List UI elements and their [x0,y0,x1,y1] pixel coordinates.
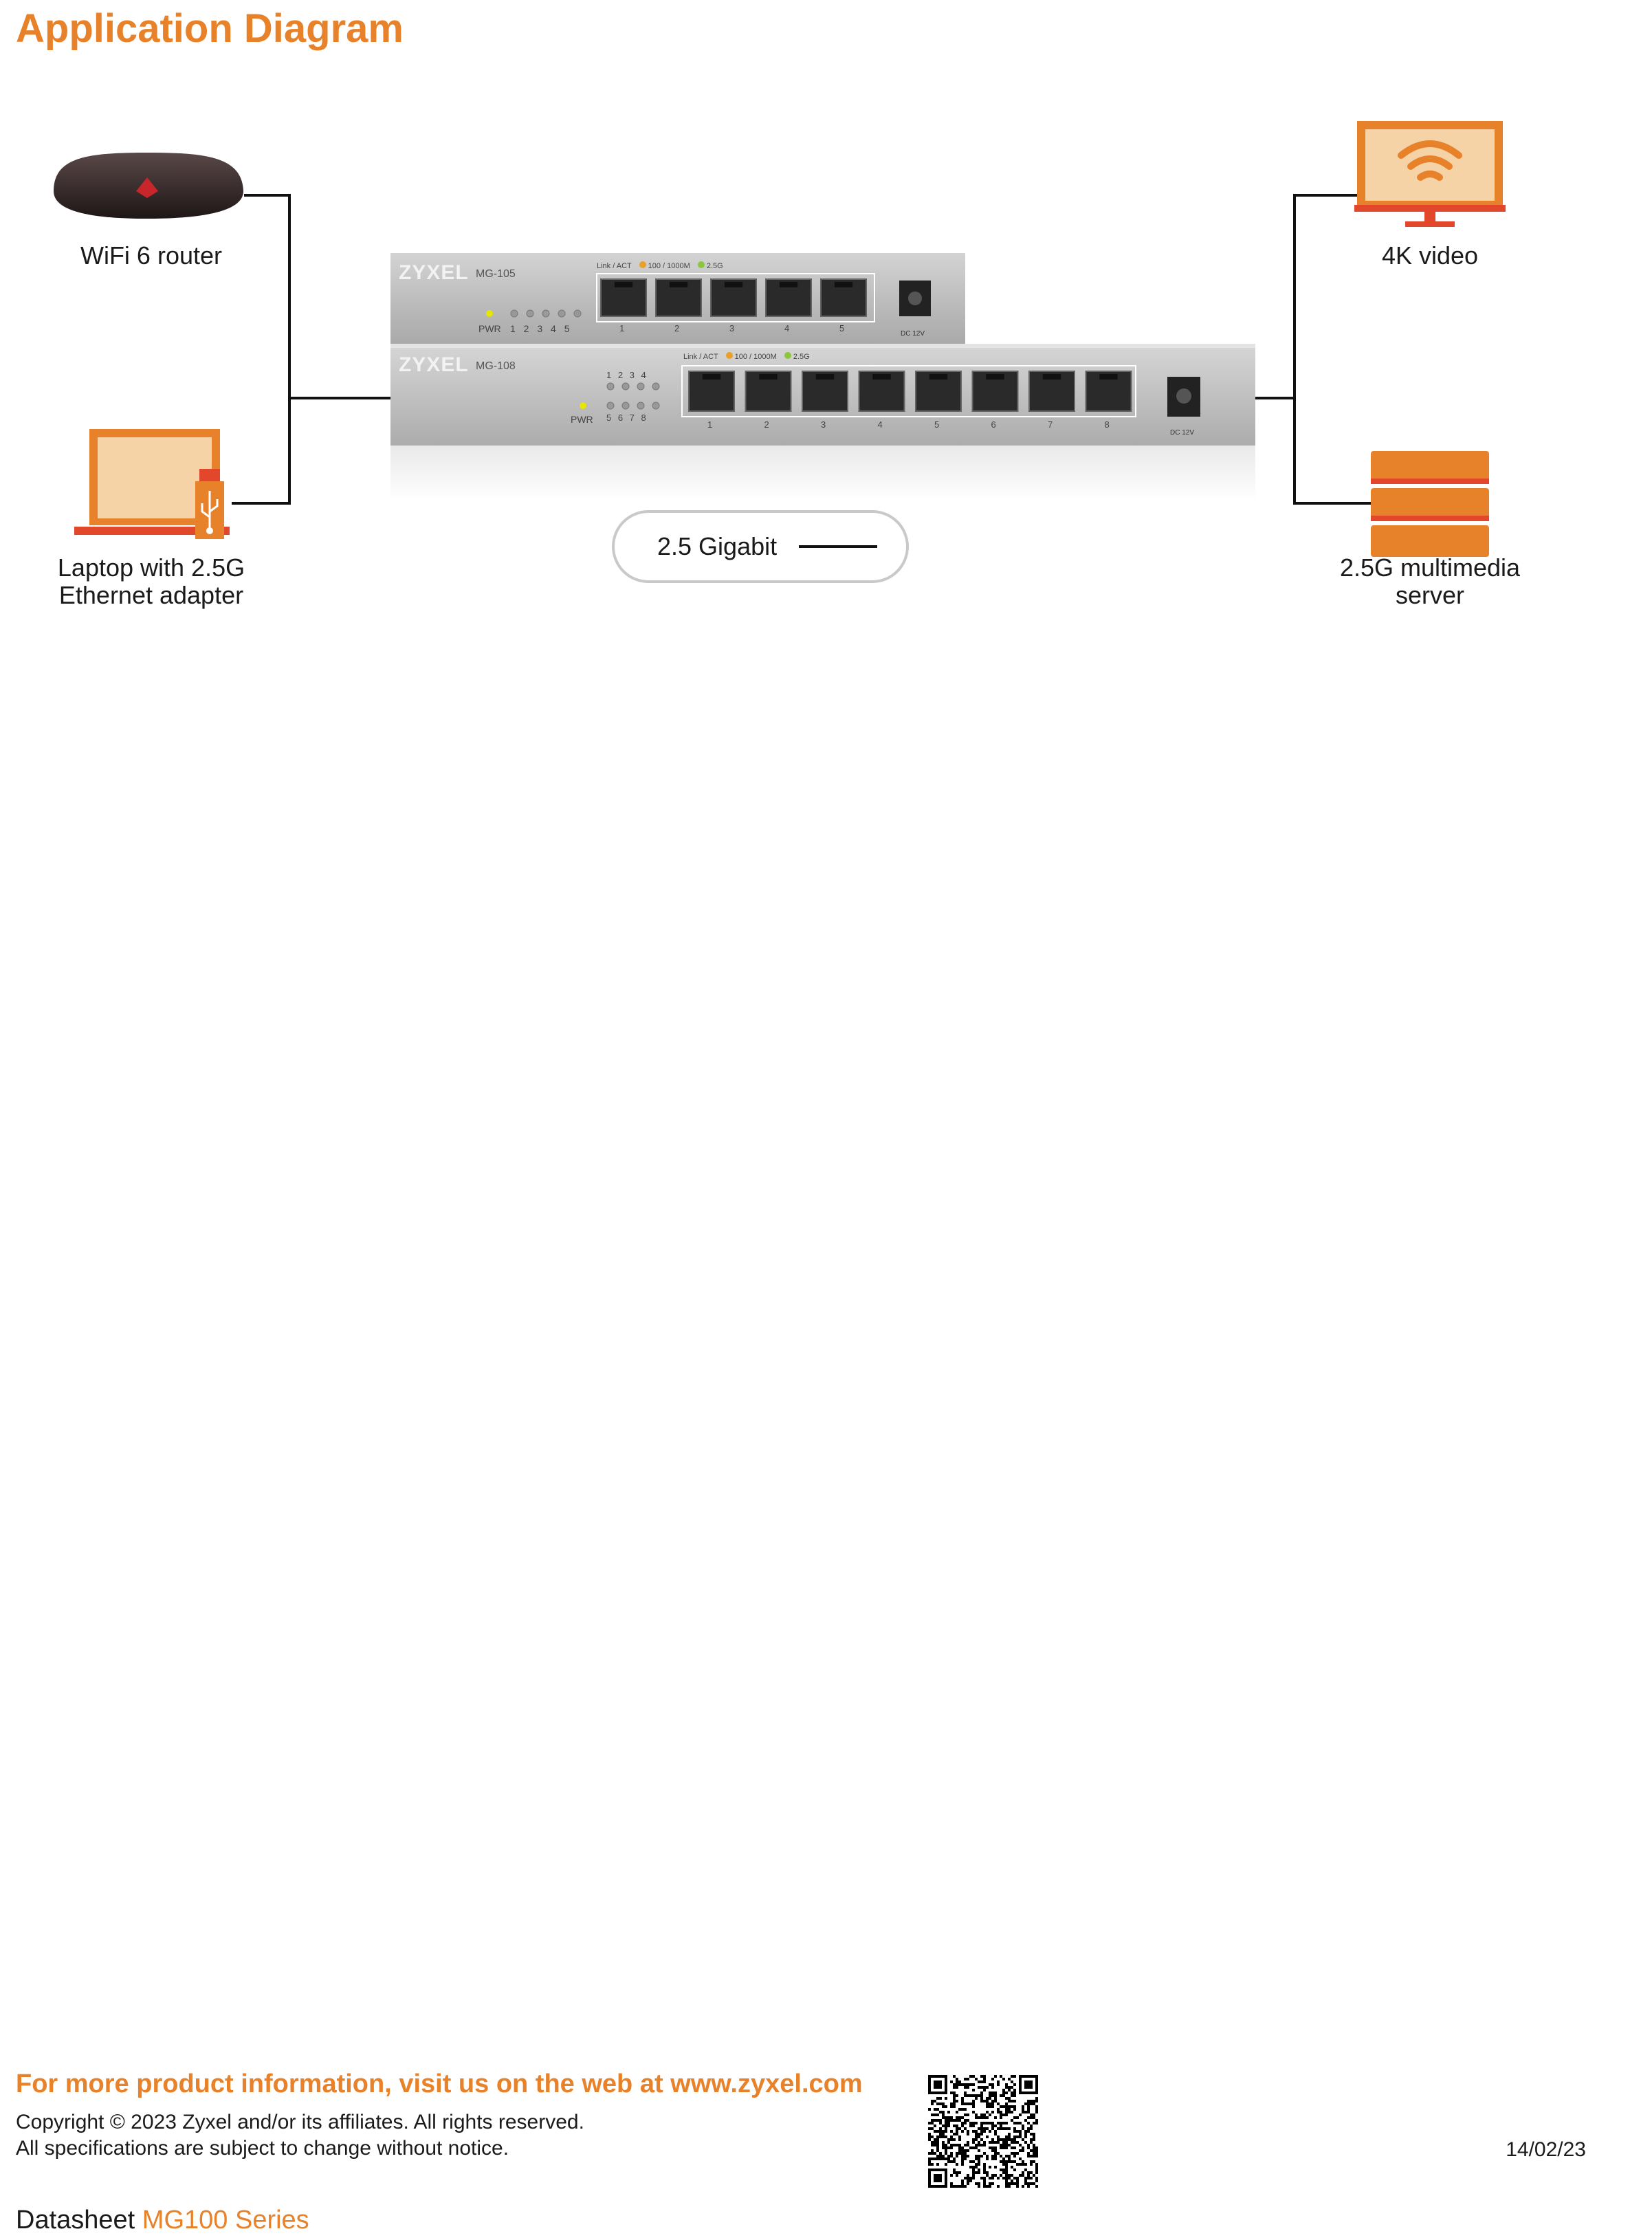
wire-right-to-switch [1255,397,1296,399]
mg105-model: MG-105 [476,268,516,280]
mg105-led-speed2: 2.5G [706,262,723,270]
wire-right-v [1293,194,1296,505]
mg108-pwr: PWR [571,414,593,425]
mg105-led-numbers: 1 2 3 4 5 [510,323,570,334]
monitor-icon [1353,120,1507,230]
wire-video-h [1293,194,1362,197]
port-number-label: 5 [839,323,845,333]
mg108-led-green [784,352,791,359]
datasheet-prefix: Datasheet [16,2206,135,2234]
mg108-brand: ZYXEL [399,353,469,376]
laptop-icon [74,428,236,542]
mg108-led-legend: Link / ACT 100 / 1000M 2.5G [683,352,810,361]
port-number-label: 3 [729,323,735,333]
mg108-model: MG-108 [476,360,516,372]
laptop-label-line2: Ethernet adapter [58,581,244,609]
wire-router-h [244,194,291,197]
mg108-led-row1: 1 2 3 4 [606,370,646,380]
port-number-label: 4 [784,323,790,333]
switch-mg108: ZYXEL MG-108 Link / ACT 100 / 1000M 2.5G… [390,344,1255,446]
mg105-led-legend: Link / ACT 100 / 1000M 2.5G [597,261,723,270]
page-title: Application Diagram [16,6,404,51]
wire-left-v [288,194,291,505]
mg105-power-label: DC 12V [901,330,925,338]
port-number-label: 3 [821,419,826,430]
switch-mg105: ZYXEL MG-105 Link / ACT 100 / 1000M 2.5G… [390,253,965,344]
server-label: 2.5G multimedia server [1313,554,1547,609]
mg108-led-amber [725,352,733,359]
footer-more-info: For more product information, visit us o… [16,2069,863,2098]
ethernet-port [915,371,962,412]
wire-laptop-h [232,502,291,505]
mg108-led-row2: 5 6 7 8 [606,413,646,423]
ethernet-port [1028,371,1075,412]
footer-date: 14/02/23 [1506,2138,1586,2161]
ethernet-port [802,371,848,412]
mg108-led-speed1: 100 / 1000M [734,353,777,361]
port-number-label: 1 [707,419,713,430]
ethernet-port [655,278,702,317]
mg105-led-legend-text: Link / ACT [597,262,632,270]
mg108-power-label: DC 12V [1170,429,1195,437]
legend-pill: 2.5 Gigabit [612,510,909,583]
video-label: 4K video [1381,241,1479,270]
mg108-led-legend-text: Link / ACT [683,353,718,361]
ethernet-port [820,278,867,317]
port-number-label: 8 [1104,419,1110,430]
footer-notice: All specifications are subject to change… [16,2137,509,2160]
server-icon [1368,450,1492,560]
ethernet-port [858,371,905,412]
mg105-pwr: PWR [478,323,501,334]
ethernet-port [600,278,647,317]
datasheet-series: MG100 Series [142,2206,309,2234]
port-number-label: 4 [877,419,883,430]
datasheet-footer: Datasheet MG100 Series [16,2206,309,2235]
server-label-line1: 2.5G multimedia [1339,553,1521,582]
mg105-led-amber [639,261,646,268]
ethernet-port [688,371,735,412]
qr-code [928,2075,1038,2188]
port-number-label: 6 [991,419,996,430]
port-number-label: 1 [619,323,625,333]
port-number-label: 2 [674,323,680,333]
mg105-brand: ZYXEL [399,261,469,284]
ethernet-port [745,371,792,412]
mg108-led-speed2: 2.5G [793,353,810,361]
port-number-label: 7 [1048,419,1053,430]
switch-reflection [390,446,1255,501]
mg105-led-green [697,261,705,268]
footer-copyright: Copyright © 2023 Zyxel and/or its affili… [16,2111,584,2133]
laptop-label: Laptop with 2.5G Ethernet adapter [27,554,275,609]
mg105-led-speed1: 100 / 1000M [648,262,690,270]
wire-left-to-switch [288,397,391,399]
legend-label: 2.5 Gigabit [657,532,778,560]
ethernet-port [971,371,1019,412]
ethernet-port [710,278,757,317]
server-label-line2: server [1395,581,1465,609]
port-number-label: 5 [934,419,940,430]
wire-server-h [1293,502,1373,505]
port-number-label: 2 [764,419,769,430]
laptop-label-line1: Laptop with 2.5G [57,553,245,582]
ethernet-port [765,278,812,317]
router-icon [47,150,247,223]
legend-line [799,545,878,548]
ethernet-port [1085,371,1132,412]
router-label: WiFi 6 router [80,241,223,270]
